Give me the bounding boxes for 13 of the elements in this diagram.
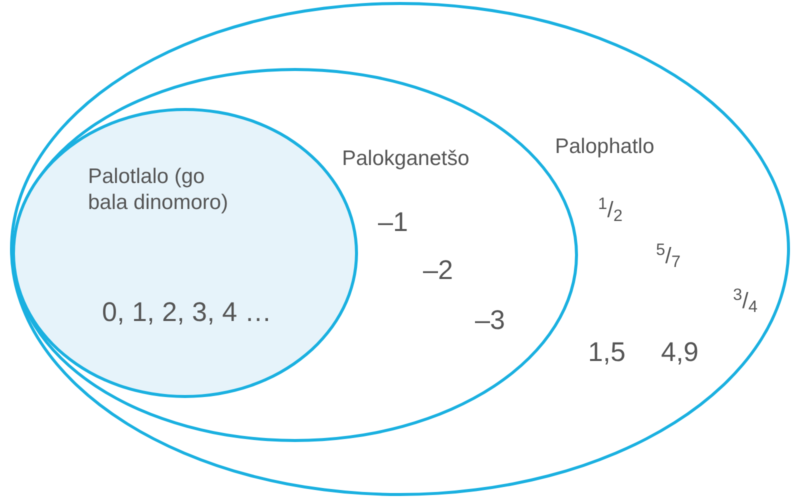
set-label: Palophatlo [555,134,656,160]
set-ellipse [10,2,790,496]
fraction: $^{1}$/$_{2}$ [598,196,624,224]
decimal-number: 4,9 [661,336,700,369]
decimal-number: 1,5 [588,336,627,369]
number-list: 0, 1, 2, 3, 4 … [102,296,302,330]
negative-number: –2 [423,254,454,287]
negative-number: –3 [475,304,506,337]
set-label: Palotlalo (go bala dinomoro) [88,164,230,216]
set-label: Palokganetšo [342,146,470,172]
negative-number: –1 [378,206,410,239]
fraction: $^{5}$/$_{7}$ [656,242,682,270]
fraction: $^{3}$/$_{4}$ [733,287,758,314]
